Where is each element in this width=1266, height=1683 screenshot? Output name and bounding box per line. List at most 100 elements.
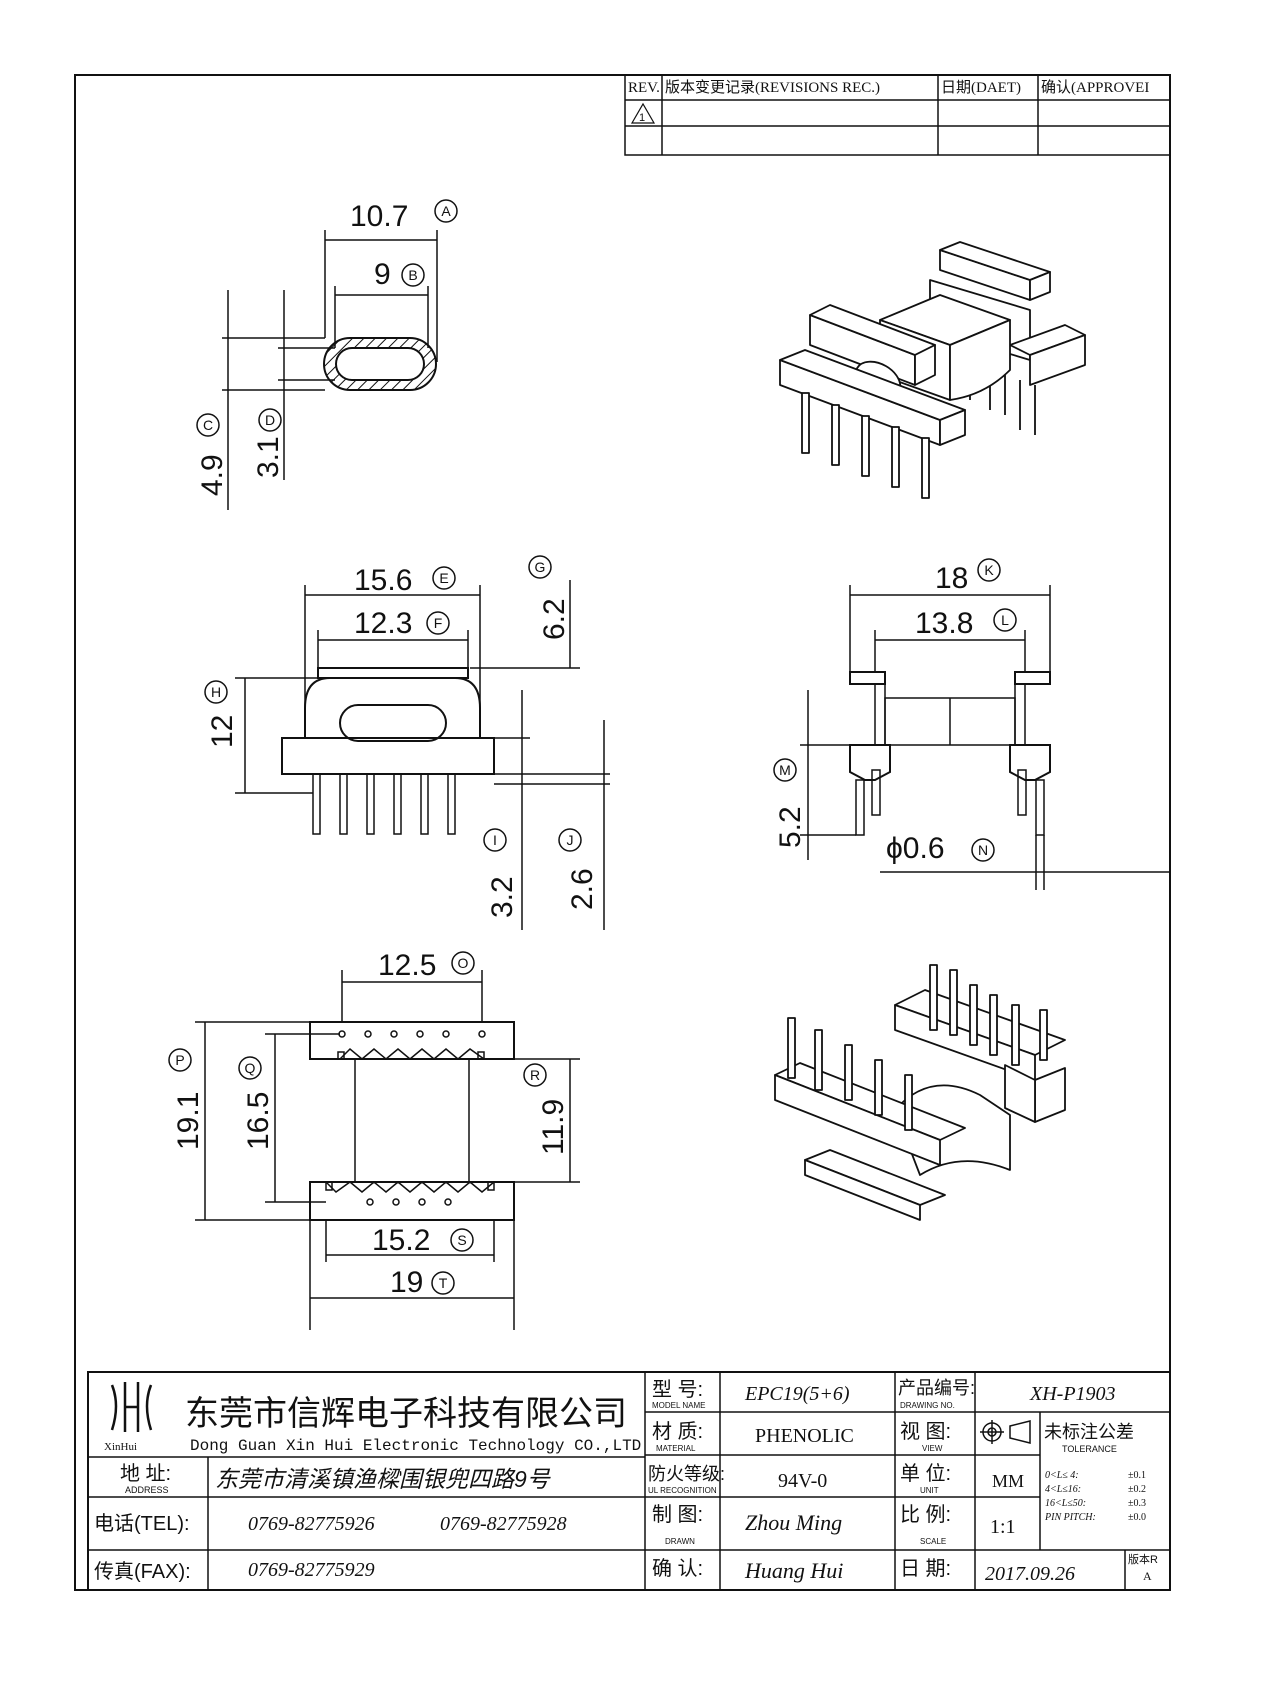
svg-text:T: T xyxy=(439,1275,448,1291)
version-label: 版本R xyxy=(1128,1552,1158,1566)
svg-text:H: H xyxy=(211,684,221,700)
tolerance-value-4: ±0.0 xyxy=(1128,1512,1146,1523)
dim-e-value: 15.6 xyxy=(354,564,412,597)
svg-text:F: F xyxy=(434,615,443,631)
rev-header: REV. xyxy=(628,80,660,96)
approved-label-cn: 确 认: xyxy=(652,1557,703,1580)
drawn-value: Zhou Ming xyxy=(745,1510,842,1535)
scale-label-cn: 比 例: xyxy=(900,1503,951,1526)
dim-b-callout: B xyxy=(401,263,425,287)
dim-c-callout: C xyxy=(196,413,220,437)
dim-t-value: 19 xyxy=(390,1266,423,1299)
dim-i-callout: I xyxy=(483,828,507,852)
dim-g-value: 6.2 xyxy=(538,598,571,640)
drawing-no-label-en: DRAWING NO. xyxy=(900,1401,955,1410)
tolerance-value-3: ±0.3 xyxy=(1128,1498,1146,1509)
svg-text:S: S xyxy=(457,1232,466,1248)
revisions-header: 版本变更记录(REVISIONS REC.) xyxy=(665,79,880,96)
dim-o-value: 12.5 xyxy=(378,949,436,982)
dim-l-callout: L xyxy=(993,608,1017,632)
dim-r-value: 11.9 xyxy=(537,1099,570,1155)
svg-text:M: M xyxy=(779,762,791,778)
dim-s-value: 15.2 xyxy=(372,1224,430,1257)
drawn-label-en: DRAWN xyxy=(665,1537,695,1546)
svg-text:C: C xyxy=(203,417,213,433)
revision-table xyxy=(624,74,1171,156)
title-block xyxy=(87,1371,1171,1591)
dim-s-callout: S xyxy=(450,1228,474,1252)
date-header: 日期(DAET) xyxy=(941,79,1021,96)
unit-label-en: UNIT xyxy=(920,1486,939,1495)
svg-text:N: N xyxy=(978,842,988,858)
tel-label: 电话(TEL): xyxy=(94,1512,190,1535)
dim-q-value: 16.5 xyxy=(242,1092,275,1150)
drawn-label-cn: 制 图: xyxy=(652,1503,703,1526)
dim-m-callout: M xyxy=(773,758,797,782)
model-label-cn: 型 号: xyxy=(652,1378,703,1401)
scale-label-en: SCALE xyxy=(920,1537,946,1546)
version-value: A xyxy=(1143,1569,1152,1583)
svg-text:G: G xyxy=(535,559,546,575)
svg-text:A: A xyxy=(441,203,451,219)
material-value: PHENOLIC xyxy=(755,1425,854,1447)
svg-text:P: P xyxy=(175,1052,184,1068)
bottom-plate-pin-holes xyxy=(366,1198,452,1206)
dim-a-callout: A xyxy=(434,199,458,223)
tolerance-range-3: 16<L≤50: xyxy=(1045,1498,1086,1509)
dim-m-value: 5.2 xyxy=(774,806,807,848)
model-label-en: MODEL NAME xyxy=(652,1401,706,1410)
dim-r-callout: R xyxy=(523,1063,547,1087)
address-label-cn: 地 址: xyxy=(120,1462,171,1485)
svg-text:Q: Q xyxy=(245,1060,256,1076)
top-plate-pin-holes xyxy=(338,1030,486,1038)
dim-p-value: 19.1 xyxy=(172,1092,205,1150)
bottom-view xyxy=(195,970,580,1330)
dim-j-callout: J xyxy=(558,828,582,852)
isometric-view-top xyxy=(779,241,1086,499)
dim-n-callout: N xyxy=(971,838,995,862)
dim-l-value: 13.8 xyxy=(915,607,973,640)
dim-n-value: ϕ0.6 xyxy=(886,832,945,865)
company-name-cn: 东莞市信辉电子科技有限公司 xyxy=(185,1395,627,1433)
tolerance-range-1: 0<L≤ 4: xyxy=(1045,1470,1079,1481)
dim-f-value: 12.3 xyxy=(354,607,412,640)
unit-label-cn: 单 位: xyxy=(900,1462,951,1485)
dim-d-value: 3.1 xyxy=(252,436,285,478)
dim-b-value: 9 xyxy=(374,258,391,291)
dim-g-callout: G xyxy=(528,555,552,579)
drawing-no-value: XH-P1903 xyxy=(1029,1383,1116,1405)
dim-k-callout: K xyxy=(977,558,1001,582)
tolerance-title-en: TOLERANCE xyxy=(1062,1444,1117,1454)
dim-o-callout: O xyxy=(451,951,475,975)
company-name-en: Dong Guan Xin Hui Electronic Technology … xyxy=(190,1437,641,1455)
address-label-en: ADDRESS xyxy=(125,1485,169,1495)
svg-text:B: B xyxy=(408,267,417,283)
side-view xyxy=(800,585,1170,890)
tolerance-value-2: ±0.2 xyxy=(1128,1484,1146,1495)
flame-label-en: UL RECOGNITION xyxy=(648,1486,717,1495)
dim-d-callout: D xyxy=(258,408,282,432)
svg-text:J: J xyxy=(567,832,574,848)
dim-h-callout: H xyxy=(204,680,228,704)
material-label-en: MATERIAL xyxy=(656,1444,696,1453)
unit-value: MM xyxy=(992,1471,1024,1491)
dim-k-value: 18 xyxy=(935,562,968,595)
dim-i-value: 3.2 xyxy=(486,876,519,918)
date-value: 2017.09.26 xyxy=(985,1563,1075,1585)
logo-text: XinHui xyxy=(104,1441,137,1453)
tolerance-value-1: ±0.1 xyxy=(1128,1470,1146,1481)
svg-text:E: E xyxy=(439,570,448,586)
svg-text:I: I xyxy=(493,832,497,848)
oval-section-view xyxy=(222,230,438,510)
approved-header: 确认(APPROVEI xyxy=(1041,79,1149,96)
projection-symbol-icon xyxy=(980,1420,1031,1444)
svg-text:D: D xyxy=(265,412,275,428)
dim-c-value: 4.9 xyxy=(196,454,229,496)
dim-q-callout: Q xyxy=(238,1056,262,1080)
view-label-cn: 视 图: xyxy=(900,1420,951,1443)
tolerance-range-4: PIN PITCH: xyxy=(1044,1512,1096,1523)
model-value: EPC19(5+6) xyxy=(744,1383,850,1405)
rev-symbol-number: 1 xyxy=(639,112,645,124)
dim-j-value: 2.6 xyxy=(566,868,599,910)
